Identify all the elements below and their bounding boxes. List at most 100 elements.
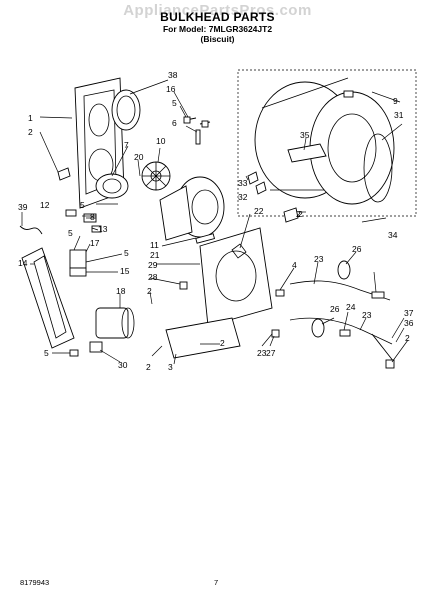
callout-27: 27 xyxy=(266,348,276,358)
leader-38 xyxy=(129,79,169,95)
callout-17: 17 xyxy=(90,238,100,248)
igniter-end xyxy=(121,307,135,339)
drum-bolt-32 xyxy=(255,181,267,195)
leader-9 xyxy=(371,91,401,103)
color-variant: (Biscuit) xyxy=(200,34,235,44)
leader-1 xyxy=(39,116,73,119)
blower-wheel-blades xyxy=(142,162,170,190)
leader-23b xyxy=(359,317,367,331)
leader-33 xyxy=(245,175,249,181)
leader-23a xyxy=(313,261,319,285)
leader-21 xyxy=(161,237,197,247)
leader-34 xyxy=(361,217,387,223)
leader-22 xyxy=(239,213,251,249)
leader-28 xyxy=(149,277,181,285)
callout-2: 2 xyxy=(28,127,33,137)
leader-6 xyxy=(185,125,198,133)
drum-bolt-33 xyxy=(247,171,259,185)
callout-8: 8 xyxy=(90,212,95,222)
callout-1: 1 xyxy=(28,113,33,123)
callout-12: 12 xyxy=(40,200,50,210)
leader-20 xyxy=(137,159,141,177)
screw-2-bulkhead xyxy=(271,329,280,338)
callout-2: 2 xyxy=(296,209,301,219)
drum-clip xyxy=(343,90,354,98)
strip-21 xyxy=(195,233,216,244)
callout-36: 36 xyxy=(404,318,414,328)
drum-assembly-box xyxy=(237,69,417,217)
callout-11: 11 xyxy=(150,240,159,250)
callout-2: 2 xyxy=(220,338,225,348)
leader-5a xyxy=(179,105,187,118)
felt-seal-38 xyxy=(111,89,141,131)
leader-13 xyxy=(91,227,99,231)
leader-24 xyxy=(343,311,349,331)
drum-opening xyxy=(327,113,377,183)
callout-26: 26 xyxy=(352,244,362,254)
diagram-title: BULKHEAD PARTS xyxy=(160,10,275,24)
callout-38: 38 xyxy=(168,70,178,80)
leader-17 xyxy=(85,243,91,253)
callout-5: 5 xyxy=(68,228,73,238)
leader-10 xyxy=(157,147,161,163)
bulkhead-housing-inner xyxy=(191,189,219,225)
callout-6: 6 xyxy=(172,118,177,128)
callout-31: 31 xyxy=(394,110,404,120)
callout-39: 39 xyxy=(18,202,28,212)
callout-14: 14 xyxy=(18,258,28,268)
callout-22: 22 xyxy=(254,206,264,216)
drum-baffle xyxy=(287,143,327,163)
belt-lower-23 xyxy=(289,317,393,345)
screw-2-top xyxy=(283,207,299,223)
callout-26: 26 xyxy=(330,304,340,314)
link-37 xyxy=(371,333,395,363)
callout-13: 13 xyxy=(98,224,108,234)
roller-26-top xyxy=(337,260,351,280)
callout-23: 23 xyxy=(362,310,372,320)
leader-37 xyxy=(391,317,405,339)
duct-plate xyxy=(159,185,193,241)
callout-30: 30 xyxy=(118,360,128,370)
leader-7 xyxy=(111,145,129,177)
screw-5-bottom xyxy=(69,349,79,357)
shaft-25 xyxy=(371,291,385,299)
callout-2: 2 xyxy=(147,286,152,296)
callout-5: 5 xyxy=(124,248,129,258)
callout-23: 23 xyxy=(314,254,324,264)
callout-labels: 1 2 2 2 2 2 2 2 3 4 5 5 5 5 5 6 7 8 9 10… xyxy=(18,70,414,372)
screw-5a xyxy=(183,116,191,124)
callout-2: 2 xyxy=(146,362,151,372)
leader-5d xyxy=(85,253,123,263)
drum-front xyxy=(309,91,395,205)
front-bulkhead-29 xyxy=(199,227,273,327)
rear-panel-hole-top xyxy=(88,103,110,137)
leader-25 xyxy=(373,271,377,293)
screw-2-right xyxy=(385,359,395,369)
page-number: 7 xyxy=(214,578,219,587)
leader-2b xyxy=(149,291,153,305)
callout-15: 15 xyxy=(120,266,130,276)
leader-3 xyxy=(173,353,177,365)
front-bulkhead-opening xyxy=(215,250,257,302)
roller-26-bottom xyxy=(311,318,325,338)
wire-39 xyxy=(19,225,43,235)
blower-seal-7 xyxy=(95,173,129,199)
document-number: 8179943 xyxy=(20,578,50,587)
blower-seal-inner xyxy=(102,178,122,194)
igniter-18 xyxy=(95,307,129,339)
callout-29: 29 xyxy=(148,260,158,270)
watermark: AppliancePartsPros.com xyxy=(123,2,312,19)
leader-23c xyxy=(261,333,273,347)
callout-37: 37 xyxy=(404,308,414,318)
callout-21: 21 xyxy=(150,250,160,260)
screw-4 xyxy=(275,289,285,297)
callout-10: 10 xyxy=(156,136,166,146)
callout-24: 24 xyxy=(346,302,356,312)
leader-2d xyxy=(391,339,409,363)
leader-26b xyxy=(321,317,335,325)
leader-26a xyxy=(345,251,357,265)
leader-30 xyxy=(99,349,121,363)
part-13 xyxy=(91,225,102,233)
